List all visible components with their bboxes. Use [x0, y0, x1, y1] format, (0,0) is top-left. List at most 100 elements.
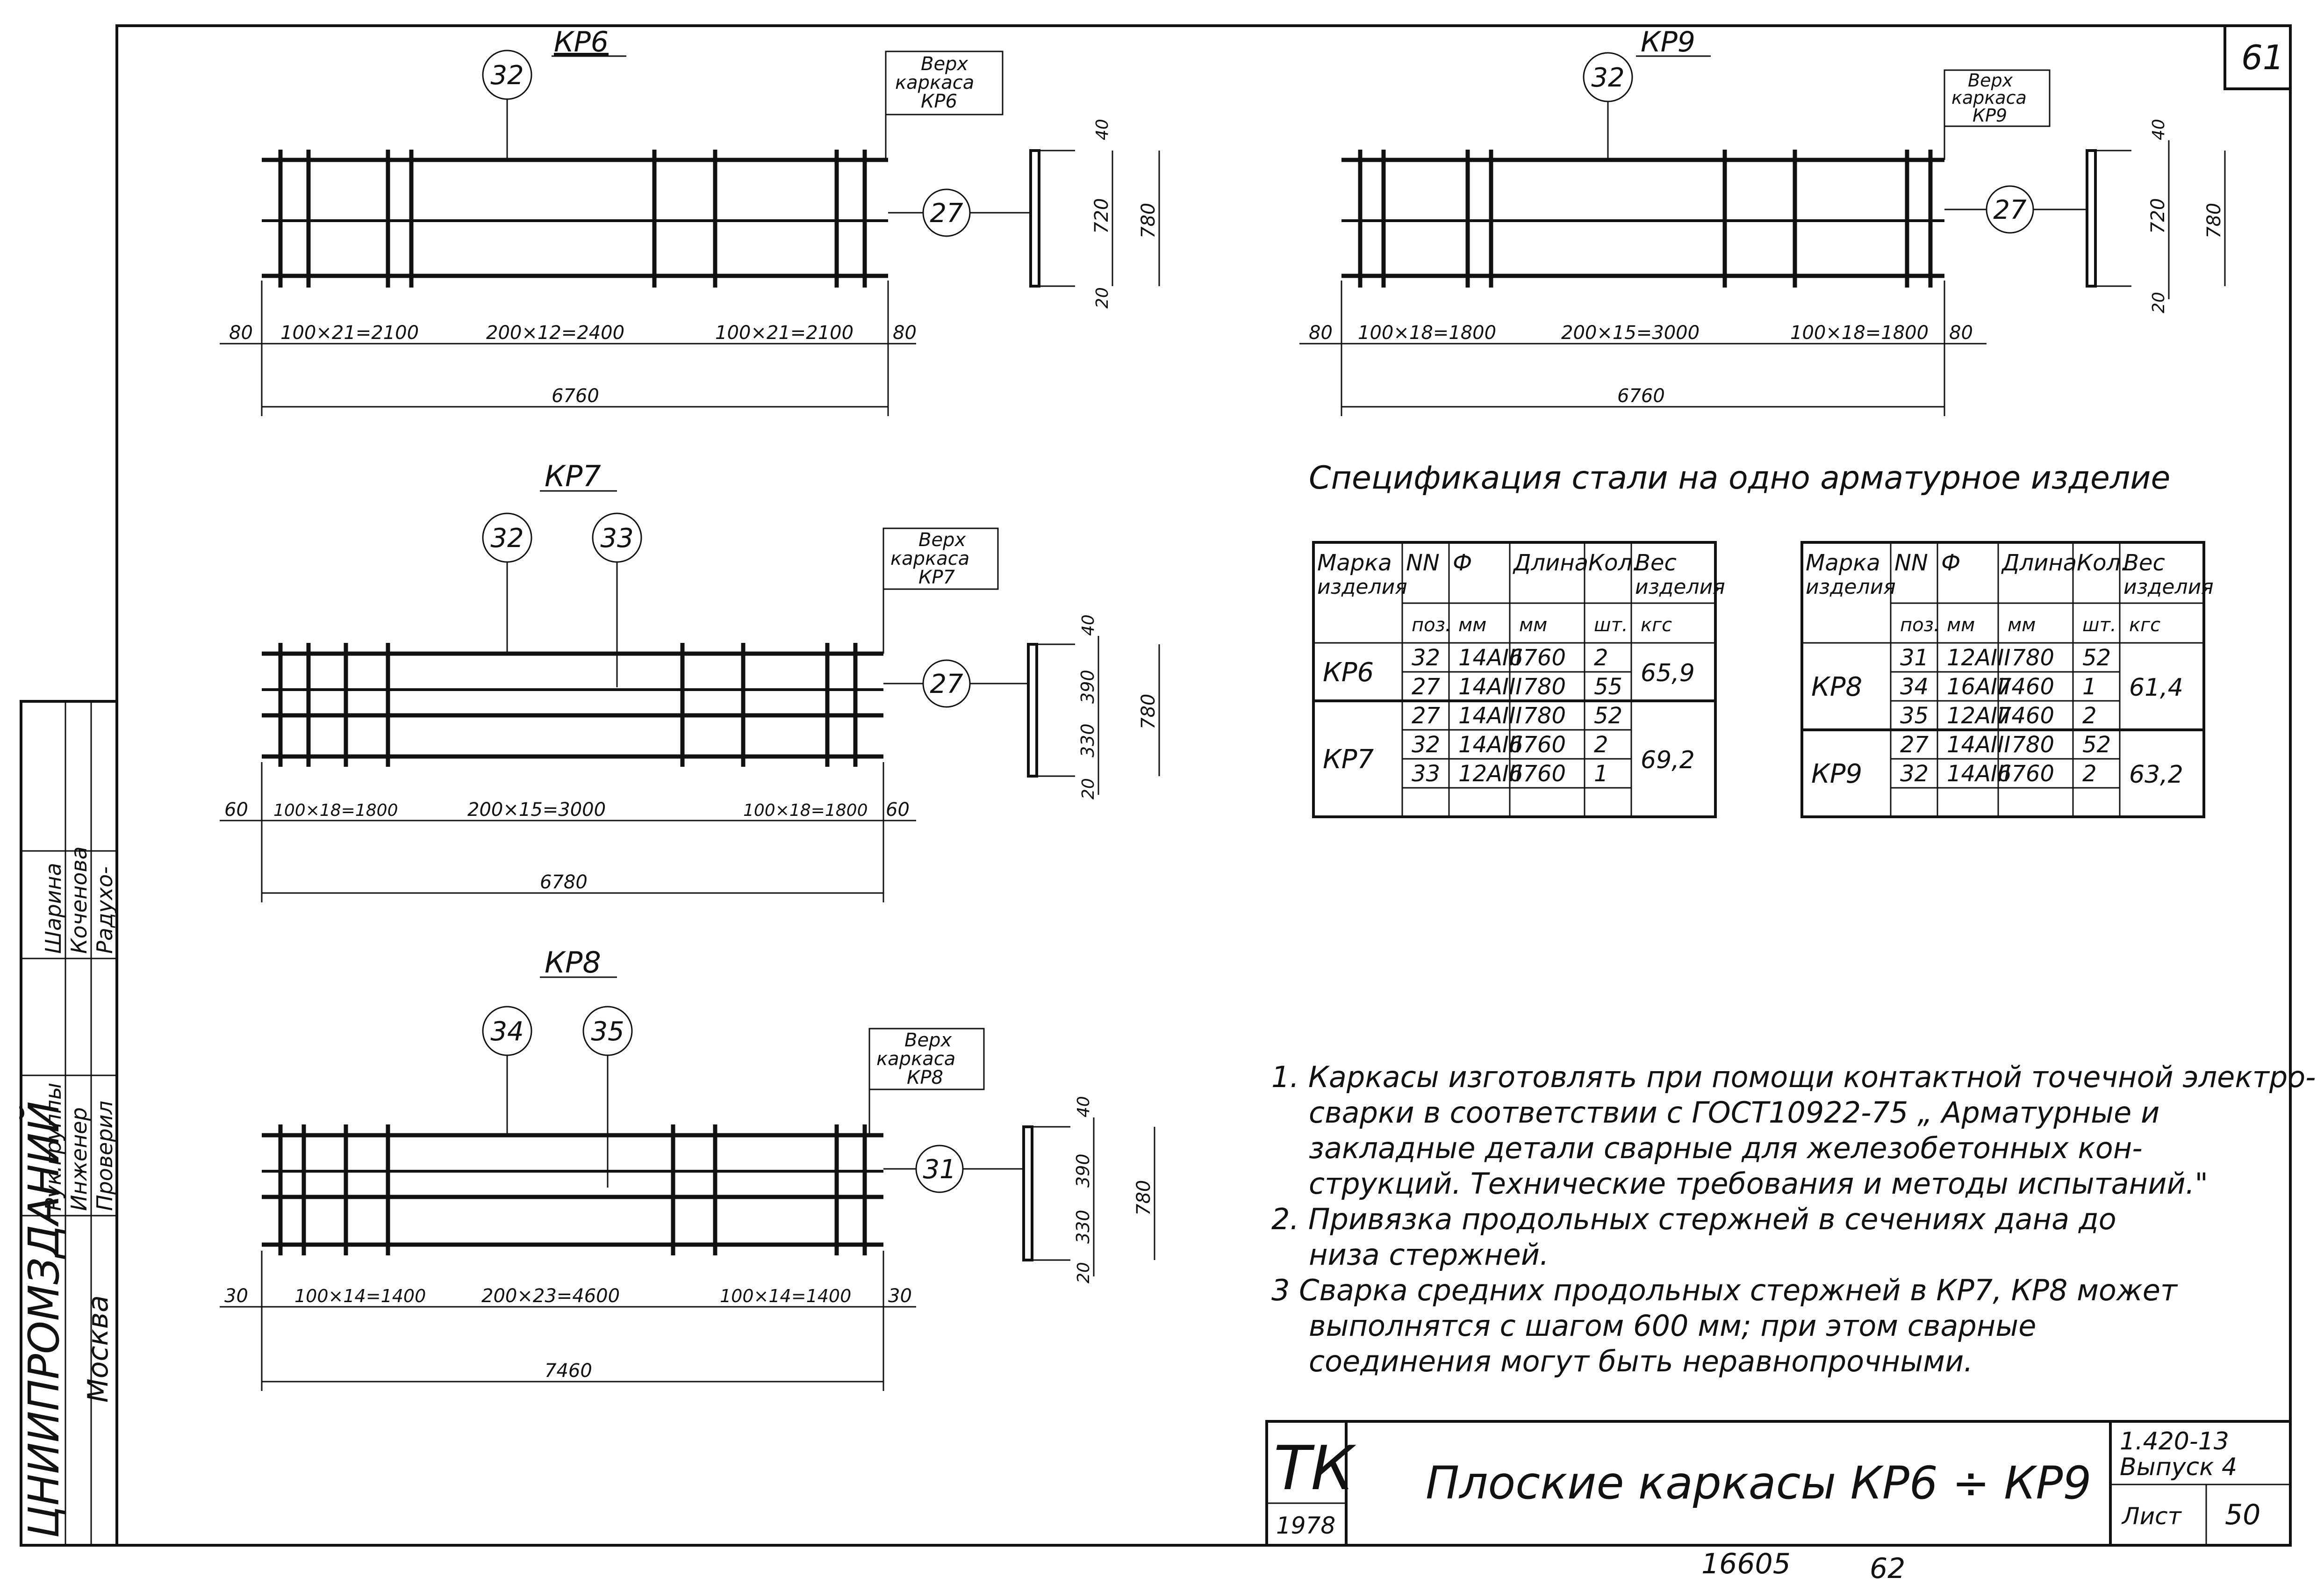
bottom-number-2: 62 [1870, 1552, 1905, 1585]
spec-cell: 55 [1594, 674, 1622, 700]
frame-kr9-title: КР9 [1641, 26, 1695, 58]
title-main: Плоские каркасы КР6 ÷ КР9 [1426, 1457, 2091, 1509]
kr9-top-label-2: каркаса [1951, 87, 2027, 108]
frame-kr8: КР8 34 35 Верх каркаса КР8 31 40 390 330… [220, 945, 1155, 1391]
kr9-total: 6760 [1617, 385, 1665, 407]
kr8-dim-2: 100×14=1400 [294, 1286, 426, 1306]
stamp-name-2: Коченова [66, 846, 92, 954]
kr8-sec-330: 330 [1073, 1210, 1093, 1244]
kr7-dim-2: 100×18=1800 [273, 801, 398, 820]
kr6-sec-40: 40 [1093, 119, 1112, 140]
kr7-top-label-2: каркаса [890, 548, 969, 569]
kr7-sec-330: 330 [1077, 723, 1098, 757]
spec-table-right: МаркаизделияNNпоз.ФммДлинаммКол.шт.Весиз… [1800, 541, 2214, 818]
spec-header-cell: NN [1894, 550, 1928, 576]
spec-cell: 27 [1412, 674, 1441, 700]
spec-cell: 27 [1900, 732, 1929, 758]
spec-cell: 780 [1523, 703, 1566, 729]
bottom-number-1: 16605 [1701, 1548, 1791, 1580]
title-issue: Выпуск 4 [2120, 1453, 2237, 1481]
kr8-total: 7460 [545, 1360, 592, 1382]
title-sheet-no: 50 [2225, 1499, 2260, 1531]
spec-cell: 14AIII [1458, 674, 1522, 700]
spec-cell: 52 [1594, 703, 1622, 729]
title-sheet-label: Лист [2121, 1503, 2182, 1530]
title-year: 1978 [1276, 1512, 1335, 1539]
kr9-dim-1: 80 [1309, 322, 1333, 344]
note-line: сварки в соответствии с ГОСТ10922-75 „ А… [1309, 1095, 2159, 1130]
spec-cell: 2 [1594, 732, 1608, 758]
kr7-sec-20: 20 [1079, 778, 1098, 800]
spec-cell: 2 [2082, 703, 2097, 729]
spec-header-cell: Марка [1317, 550, 1392, 576]
spec-header-cell: Длина [2001, 550, 2077, 576]
spec-cell: 780 [2011, 645, 2054, 671]
spec-cell: 6760 [1509, 732, 1566, 758]
spec-cell: 780 [1523, 674, 1566, 700]
spec-cell: 27 [1412, 703, 1441, 729]
spec-cell: 6760 [1509, 761, 1566, 787]
spec-header-cell: мм [1458, 614, 1486, 636]
spec-cell: 35 [1900, 703, 1929, 729]
spec-header-cell: шт. [2082, 614, 2116, 636]
kr7-top-label-3: КР7 [918, 567, 955, 588]
marker-kr9-27: 27 [1993, 195, 2027, 225]
stamp-role-3: Проверил [92, 1101, 117, 1211]
spec-header-cell: Ф [1453, 550, 1472, 576]
spec-header-cell: мм [1519, 614, 1547, 636]
kr6-sec-total: 780 [1138, 203, 1159, 238]
spec-header-cell: поз. [1412, 614, 1451, 636]
note-line: струкций. Технические требования и метод… [1309, 1167, 2208, 1201]
left-stamp: ЦНИИПРОМЗДАНИЙ Москва Рук.группы Инженер… [19, 700, 118, 1547]
kr7-dim-5: 60 [886, 799, 910, 821]
kr9-top-label-3: КР9 [1973, 105, 2007, 126]
spec-mark: КР8 [1811, 672, 1862, 702]
spec-mark: КР9 [1811, 759, 1862, 789]
kr9-dim-5: 80 [1949, 322, 1973, 344]
kr8-dim-5: 30 [888, 1285, 912, 1307]
spec-cell: 34 [1900, 674, 1929, 700]
kr7-dim-4: 100×18=1800 [743, 801, 868, 820]
marker-kr8-35: 35 [591, 1016, 624, 1047]
spec-header-cell: мм [2008, 614, 2036, 636]
spec-header-cell: Ф [1941, 550, 1960, 576]
spec-cell: 7460 [1997, 703, 2054, 729]
spec-header-cell: кгс [1641, 614, 1672, 636]
kr6-top-label-1: Верх [921, 53, 968, 75]
frame-kr6: КР6 32 Верх каркаса КР6 27 40 720 20 780 [220, 26, 1160, 416]
stamp-city: Москва [82, 1295, 115, 1403]
kr9-dim-3: 200×15=3000 [1561, 322, 1700, 344]
spec-header-cell: Кол. [2077, 550, 2128, 576]
spec-cell: 12AIII [1947, 645, 2010, 671]
marker-kr6-32: 32 [490, 60, 524, 91]
kr7-top-label-1: Верх [918, 529, 966, 551]
title-logo: ТК [1274, 1433, 1356, 1504]
kr8-sec-20: 20 [1074, 1262, 1093, 1283]
kr8-sec-40: 40 [1074, 1096, 1093, 1117]
kr7-dim-1: 60 [224, 799, 248, 821]
kr6-dim-4: 100×21=2100 [715, 322, 854, 344]
spec-cell: 12AIII [1947, 703, 2010, 729]
frame-kr8-title: КР8 [545, 945, 601, 980]
kr9-dim-2: 100×18=1800 [1358, 322, 1496, 344]
kr8-dim-1: 30 [224, 1285, 248, 1307]
spec-mark: КР6 [1323, 657, 1374, 688]
kr7-sec-40: 40 [1079, 614, 1098, 636]
spec-weight: 61,4 [2129, 674, 2183, 702]
marker-kr8-31: 31 [923, 1154, 956, 1185]
frame-kr6-title: КР6 [554, 26, 609, 58]
spec-header-cell: изделия [1635, 575, 1725, 599]
spec-header-cell: кгс [2129, 614, 2160, 636]
stamp-role-2: Инженер [66, 1107, 92, 1211]
kr6-sec-720: 720 [1091, 198, 1112, 234]
spec-header-cell: Вес [1635, 550, 1677, 576]
spec-header-cell: NN [1406, 550, 1440, 576]
spec-table-left: МаркаизделияNNпоз.ФммДлинаммКол.шт.Весиз… [1312, 541, 1725, 818]
spec-cell: 12AIII [1458, 761, 1522, 787]
spec-cell: 1 [2082, 674, 2097, 700]
spec-header-cell: изделия [2123, 575, 2214, 599]
spec-cell: 32 [1412, 732, 1440, 758]
spec-header-cell: Длина [1513, 550, 1588, 576]
frame-kr9: КР9 32 Верх каркаса КР9 27 40 720 20 780… [1299, 26, 2226, 416]
stamp-org: ЦНИИПРОМЗДАНИЙ [19, 1101, 69, 1538]
